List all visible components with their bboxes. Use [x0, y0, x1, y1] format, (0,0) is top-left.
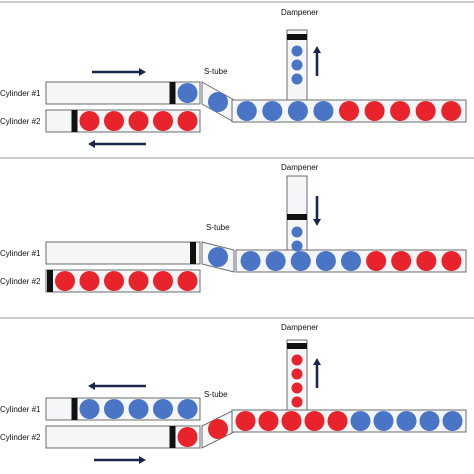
dampener-arrow [313, 196, 321, 226]
dampener-ball [291, 382, 303, 394]
dampener-label: Dampener [281, 163, 319, 172]
dampener-ball [291, 354, 303, 366]
outlet-ball [290, 251, 311, 271]
cylinder-2-ball [104, 271, 124, 291]
outlet-ball [262, 101, 283, 121]
outlet-ball [442, 411, 463, 431]
cylinder-1 [45, 241, 201, 265]
outlet-ball [240, 251, 261, 271]
cylinder-2-ball [153, 271, 173, 291]
s-tube-ball [208, 92, 228, 112]
dampener-label: Dampener [281, 8, 319, 17]
outlet-ball [441, 251, 462, 271]
cylinder-1-ball [177, 83, 198, 103]
s-tube-label: S-tube [204, 67, 228, 76]
dampener-arrow [313, 46, 321, 76]
cylinder-2-arrow [88, 140, 146, 148]
cylinder-1-arrow [92, 68, 146, 76]
dampener-ball [291, 240, 303, 252]
outlet-ball [235, 411, 256, 431]
dampener-ball [291, 226, 303, 238]
cylinder-1-ball [153, 399, 173, 419]
cylinder-2-ball [79, 111, 100, 131]
dampener-ball [291, 73, 303, 85]
outlet-ball [304, 411, 325, 431]
cylinder-2-ball [177, 271, 198, 291]
outlet-ball [441, 101, 462, 121]
outlet-ball [281, 411, 302, 431]
cylinder-1-piston [190, 242, 196, 264]
outlet-ball [236, 101, 257, 121]
dampener-piston [287, 343, 307, 349]
outlet-ball [415, 101, 436, 121]
cylinder-2-ball [55, 271, 75, 291]
cylinder-2-arrow [94, 456, 146, 464]
s-tube-ball [208, 247, 228, 267]
s-tube-label: S-tube [204, 390, 228, 399]
cylinder-2-ball [128, 111, 149, 131]
cylinder-1-label: Cylinder #1 [0, 249, 41, 258]
cylinder-2 [45, 425, 201, 449]
cylinder-2-ball [177, 427, 198, 447]
outlet-ball [287, 101, 308, 121]
outlet-ball [396, 411, 417, 431]
outlet-ball [391, 251, 412, 271]
cylinder-2-label: Cylinder #2 [0, 433, 41, 442]
dampener-label: Dampener [281, 323, 319, 332]
dampener-tube [286, 175, 308, 251]
outlet-ball [373, 411, 394, 431]
outlet-ball [364, 101, 385, 121]
outlet-ball [327, 411, 348, 431]
cylinder-1-arrow [88, 382, 146, 390]
dampener-ball [291, 59, 303, 71]
outlet-ball [313, 101, 334, 121]
s-tube-label: S-tube [206, 223, 230, 232]
cylinder-1-ball [128, 399, 149, 419]
dampener-piston [287, 214, 307, 220]
cylinder-1-ball [177, 399, 198, 419]
outlet-ball [315, 251, 336, 271]
cylinder-2-ball [104, 111, 124, 131]
panel-3: Cylinder #1 Cylinder #2 S-tube Dampener [0, 323, 467, 464]
outlet-ball [265, 251, 286, 271]
cylinder-2-piston [47, 270, 53, 292]
dampener-arrow [313, 358, 321, 388]
dampener-ball [291, 45, 303, 57]
cylinder-2-piston [169, 426, 176, 448]
outlet-ball [419, 411, 440, 431]
dampener-ball [291, 396, 303, 408]
panel-2: Cylinder #1 Cylinder #2 S-tube Dampener [0, 163, 467, 293]
cylinder-2-ball [128, 271, 149, 291]
cylinder-1-piston [169, 82, 176, 104]
cylinder-2-piston [71, 110, 78, 132]
outlet-ball [258, 411, 279, 431]
outlet-ball [341, 251, 361, 271]
s-tube-ball [208, 419, 228, 439]
cylinder-1-ball [104, 399, 124, 419]
dampener-ball [291, 368, 303, 380]
cylinder-1-piston [71, 398, 78, 420]
outlet-ball [366, 251, 387, 271]
cylinder-1-ball [79, 399, 100, 419]
outlet-ball [416, 251, 437, 271]
cylinder-1-label: Cylinder #1 [0, 89, 41, 98]
cylinder-2-label: Cylinder #2 [0, 277, 41, 286]
outlet-ball [350, 411, 371, 431]
cylinder-2-label: Cylinder #2 [0, 117, 41, 126]
cylinder-2-ball [177, 111, 198, 131]
cylinder-2-ball [79, 271, 100, 291]
cylinder-1 [45, 81, 201, 105]
panel-1: Cylinder #1 Cylinder #2 S-tube Dampener [0, 8, 467, 148]
cylinder-1-label: Cylinder #1 [0, 405, 41, 414]
outlet-ball [390, 101, 411, 121]
outlet-ball [339, 101, 359, 121]
cylinder-2-ball [153, 111, 173, 131]
dampener-piston [287, 34, 307, 40]
